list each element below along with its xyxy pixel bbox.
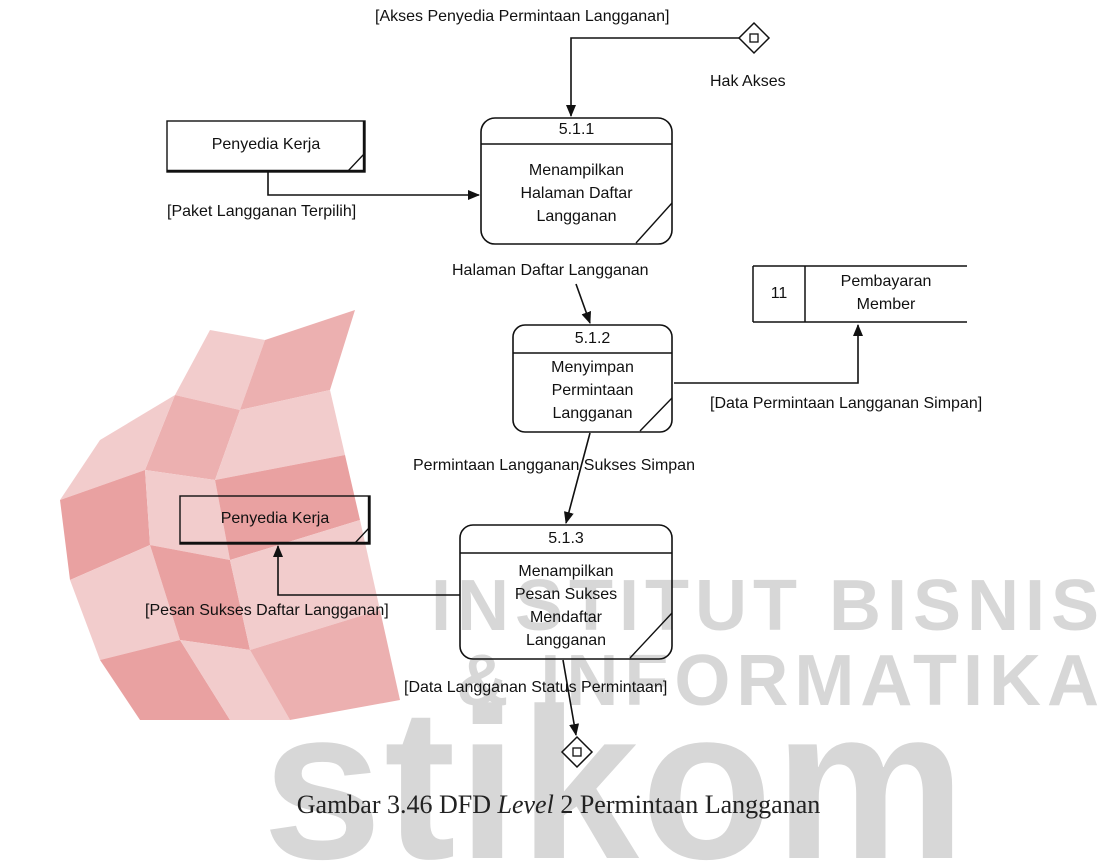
flow-akses-label: [Akses Penyedia Permintaan Langganan]: [375, 8, 670, 25]
flow-data-simpan-label: [Data Permintaan Langganan Simpan]: [710, 395, 983, 412]
figure-caption: Gambar 3.46 DFD Level 2 Permintaan Langg…: [0, 790, 1117, 820]
flow-halaman-arrow: [575, 283, 591, 324]
watermark-line2: & INFORMATIKA: [456, 641, 1105, 721]
flow-paket-label: [Paket Langganan Terpilih]: [167, 203, 357, 220]
flow-pesan-sukses-label: [Pesan Sukses Daftar Langganan]: [145, 602, 389, 619]
watermark-logo: [60, 310, 400, 720]
process-5-1-2-line3: Langganan: [552, 405, 633, 422]
flow-sukses-simpan-arrow: [564, 432, 591, 524]
flow-pesan-sukses-arrow: [273, 545, 460, 596]
caption-prefix: Gambar 3.46 DFD: [296, 790, 498, 819]
caption-italic: Level: [497, 790, 554, 819]
watermark-line1: INSTITUT BISNIS: [431, 566, 1105, 646]
process-5-1-1-line2: Halaman Daftar: [520, 185, 633, 202]
flow-akses-arrow: [566, 37, 739, 117]
datastore-pembayaran-member[interactable]: [752, 265, 967, 323]
entity-penyedia-kerja-top-label: Penyedia Kerja: [211, 136, 321, 153]
process-5-1-3-id: 5.1.3: [548, 530, 584, 547]
access-gate-top: [737, 21, 771, 55]
flow-status-arrow: [562, 659, 580, 736]
flow-data-simpan-arrow: [674, 324, 863, 384]
process-5-1-3-name: Menampilkan Pesan Sukses Mendaftar Langg…: [460, 560, 672, 652]
process-5-1-2-name: Menyimpan Permintaan Langganan: [513, 356, 672, 425]
process-5-1-1[interactable]: [480, 117, 673, 245]
process-5-1-3-line1: Menampilkan: [518, 563, 614, 580]
flow-lines: [267, 37, 863, 736]
process-5-1-3-line3: Mendaftar: [529, 609, 603, 626]
access-gate-bottom: [560, 735, 594, 769]
flow-paket-arrow: [267, 172, 480, 200]
process-5-1-1-id: 5.1.1: [558, 121, 595, 138]
process-5-1-3-line2: Pesan Sukses: [514, 586, 618, 603]
entity-penyedia-kerja-bottom[interactable]: [179, 495, 371, 545]
process-5-1-2[interactable]: [512, 324, 673, 433]
process-5-1-2-line2: Permintaan: [551, 382, 634, 399]
gate-label: Hak Akses: [710, 73, 786, 90]
flow-status-label: [Data Langganan Status Permintaan]: [404, 679, 668, 696]
process-5-1-3[interactable]: [459, 524, 673, 660]
entity-penyedia-kerja-bottom-label: Penyedia Kerja: [220, 510, 330, 527]
datastore-name: Pembayaran Member: [805, 270, 967, 316]
watermark-logo-text: stikom: [263, 663, 968, 864]
flow-sukses-simpan-label: Permintaan Langganan Sukses Simpan: [413, 457, 695, 474]
caption-suffix: 2 Permintaan Langganan: [553, 790, 821, 819]
flow-halaman-label: Halaman Daftar Langganan: [452, 262, 649, 279]
process-5-1-2-id: 5.1.2: [574, 330, 611, 347]
datastore-name-line2: Member: [856, 296, 916, 313]
datastore-name-line1: Pembayaran: [840, 273, 932, 290]
datastore-number: 11: [770, 285, 788, 302]
entity-penyedia-kerja-top[interactable]: [166, 120, 366, 173]
process-5-1-2-line1: Menyimpan: [551, 359, 634, 376]
process-5-1-1-line3: Langganan: [536, 208, 617, 225]
process-5-1-3-line4: Langganan: [525, 632, 607, 649]
process-5-1-1-name: Menampilkan Halaman Daftar Langganan: [481, 159, 672, 228]
process-5-1-1-line1: Menampilkan: [528, 162, 625, 179]
